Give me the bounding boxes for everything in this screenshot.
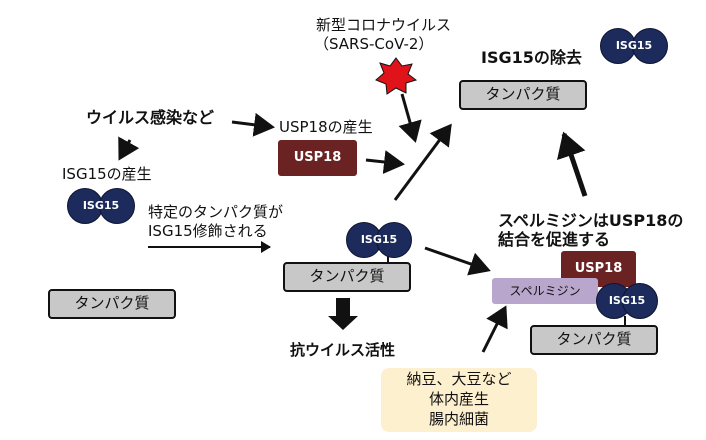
sources-line1: 納豆、大豆など bbox=[406, 370, 512, 388]
arrow-sources-to-spermidine bbox=[481, 305, 508, 353]
protein-box-center: タンパク質 bbox=[283, 262, 411, 292]
spermidine-promotes-line2: 結合を促進する bbox=[498, 230, 611, 249]
protein-box-left: タンパク質 bbox=[48, 289, 176, 319]
sources-line3: 腸内細菌 bbox=[428, 410, 489, 428]
arrow-usp18-to-center bbox=[365, 150, 405, 174]
isg15-removal-label: ISG15の除去 bbox=[481, 48, 582, 67]
antiviral-label: 抗ウイルス活性 bbox=[290, 341, 396, 359]
covid-label-line1: 新型コロナウイルス bbox=[316, 16, 452, 34]
isg15-ball bbox=[632, 28, 668, 64]
sources-line2: 体内産生 bbox=[428, 390, 489, 408]
usp18-box-complex: USP18 bbox=[561, 251, 636, 287]
isg15-ball bbox=[376, 222, 412, 258]
usp18-box-top: USP18 bbox=[278, 140, 357, 176]
isg15-ball bbox=[67, 188, 103, 224]
arrow-to-spermidine-complex bbox=[424, 246, 491, 276]
protein-box-right: タンパク質 bbox=[530, 325, 658, 355]
arrow-infection-to-isg15 bbox=[118, 136, 140, 161]
usp18-production-label: USP18の産生 bbox=[279, 118, 373, 136]
isg15-label: ISG15 bbox=[608, 294, 646, 307]
arrow-infection-to-usp18 bbox=[231, 112, 275, 137]
modification-label-line1: 特定のタンパク質が bbox=[148, 203, 284, 221]
arrow-virus-down bbox=[398, 93, 422, 143]
arrow-to-antiviral bbox=[328, 298, 358, 330]
spermidine-box: スペルミジン bbox=[492, 278, 598, 304]
isg15-label: ISG15 bbox=[615, 39, 653, 52]
isg15-ball bbox=[622, 283, 658, 319]
virus-icon bbox=[375, 57, 418, 95]
isg15-ball bbox=[99, 188, 135, 224]
covid-label-line2: （SARS-CoV-2） bbox=[314, 35, 434, 53]
sources-box: 納豆、大豆など 体内産生 腸内細菌 bbox=[381, 368, 537, 432]
spermidine-promotes-line1: スペルミジンはUSP18の bbox=[498, 211, 684, 230]
isg15-ball bbox=[600, 28, 636, 64]
modification-label-line2: ISG15修飾される bbox=[148, 222, 268, 240]
isg15-label: ISG15 bbox=[82, 199, 120, 212]
virus-infection-label: ウイルス感染など bbox=[86, 108, 215, 127]
isg15-label: ISG15 bbox=[360, 233, 398, 246]
isg15-production-label: ISG15の産生 bbox=[62, 165, 152, 183]
protein-box-top: タンパク質 bbox=[459, 80, 587, 110]
arrow-to-isg15-removal bbox=[393, 123, 452, 201]
arrow-complex-to-removal bbox=[557, 131, 588, 197]
